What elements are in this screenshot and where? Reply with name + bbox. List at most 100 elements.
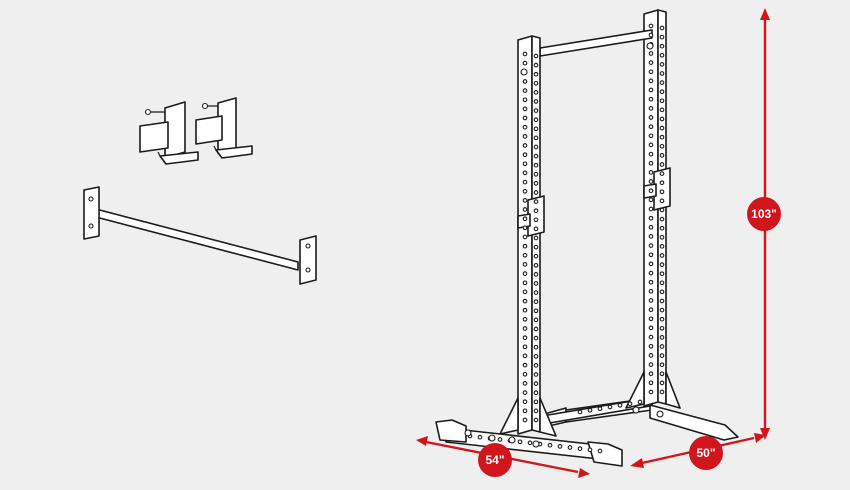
hole [659,125,665,131]
hole [522,271,528,276]
hole [522,88,528,93]
hole [522,316,528,322]
left-upright-holes [522,51,539,423]
hole [659,244,665,249]
squat-rack [435,9,739,467]
hole [659,25,665,31]
hole [522,51,528,57]
hole [522,225,528,231]
hole [522,124,528,130]
hole [533,135,539,141]
hole [648,32,654,38]
hole [522,79,528,84]
hole [522,216,528,222]
hole [522,399,528,405]
hole [648,78,654,84]
hole [533,244,539,250]
hole [547,442,553,448]
hole [522,417,528,423]
hole [522,143,528,148]
hole [533,290,539,295]
hole [533,171,539,177]
hole [533,381,539,386]
hole [659,298,665,304]
hole [648,142,654,148]
hole [477,434,483,440]
hole [533,62,539,68]
hole [648,316,654,322]
right-gusset-rear [665,371,681,409]
front-right-foot [587,441,623,467]
hole [659,316,665,322]
height-arrow-top [760,8,770,20]
hole [597,448,603,454]
rear-right-foot [649,404,739,441]
hole [522,60,528,66]
hole [648,234,654,239]
hole [648,106,654,111]
hole [659,371,665,377]
hole [522,152,528,158]
hole [659,280,665,286]
hole [533,80,539,86]
hole [597,406,603,412]
base-bolts [464,42,664,448]
hole [648,298,654,303]
hole [648,124,654,130]
hole [557,444,563,449]
rack-j-hook-right [653,167,671,211]
pull-up-bar-accessory [83,186,317,285]
front-left-foot [435,419,467,443]
hole [533,372,539,377]
hole [659,116,665,122]
hole [659,225,665,231]
hole [659,80,665,85]
hole [648,160,654,166]
hole [533,226,539,232]
hole [533,99,539,104]
hole [533,308,539,314]
hole [659,207,665,213]
hole [522,97,528,103]
hole [659,153,665,158]
height-badge [747,197,781,231]
hole [577,409,583,415]
hole [648,197,654,203]
hole [648,389,654,395]
hole [648,261,654,267]
j-hooks-accessory [139,97,253,165]
hole [659,325,665,331]
hole [577,446,583,452]
hole [522,408,528,414]
hole [659,62,665,67]
depth-label: 50" [696,446,715,460]
hole [533,71,539,77]
hole [533,317,539,323]
rack-pull-up-bar [539,29,653,57]
hole [648,288,654,294]
hole [522,243,528,249]
hole [659,98,665,104]
hole [567,445,573,450]
hole [659,107,665,113]
hole [533,335,539,341]
hole [659,43,665,49]
hole [522,298,528,304]
hole [533,199,539,204]
j-hook-right [195,97,253,159]
hole [648,60,654,65]
depth-dimension: 50" [630,433,766,470]
hole [659,335,665,340]
right-upright-holes [648,23,665,395]
hole [533,326,539,332]
hole [533,126,539,132]
hole [522,280,528,286]
hole [648,115,654,120]
hole [533,390,539,396]
hole [659,52,665,58]
hole [659,389,665,395]
hole [659,307,665,313]
hole [648,224,654,230]
hole [533,399,539,405]
